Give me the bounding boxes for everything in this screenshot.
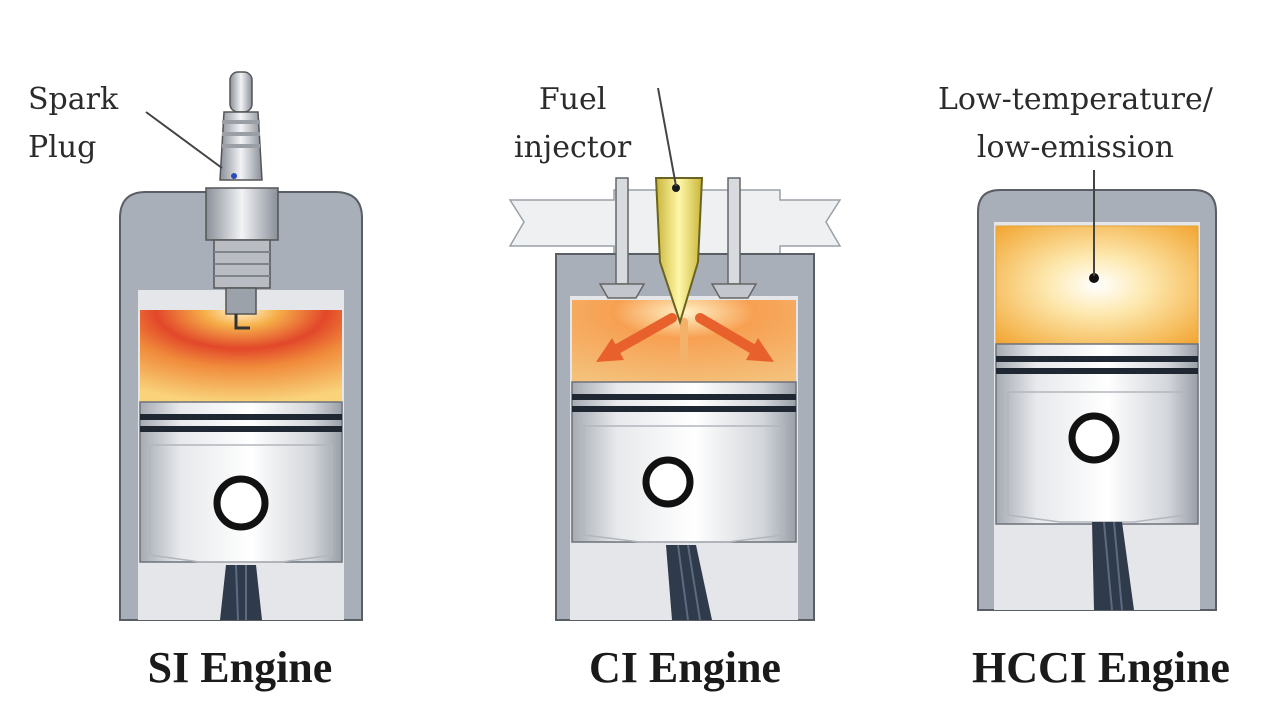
hcci-callout-line-2: low-emission — [976, 130, 1174, 165]
ci-fuel-spray — [596, 313, 774, 364]
hcci-wrist-pin — [1068, 412, 1120, 464]
diagram-graphics — [119, 71, 1217, 621]
hcci-callout-line-1: Low-temperature/ — [938, 82, 1213, 117]
hcci-connecting-rod — [1092, 522, 1134, 610]
ci-engine — [508, 87, 842, 621]
ci-leader-line — [657, 87, 677, 187]
ci-callout-label: Fuel injector — [514, 76, 631, 172]
ci-callout-line-2: injector — [514, 130, 632, 165]
si-piston — [139, 401, 343, 563]
ci-connecting-rod — [666, 545, 712, 620]
hcci-engine-caption: HCCI Engine — [972, 643, 1230, 692]
si-engine — [119, 71, 363, 621]
combustion-zone-icon — [995, 225, 1199, 345]
si-callout-line-2: Plug — [28, 130, 97, 165]
si-callout-label: Spark Plug — [28, 76, 118, 172]
ci-valves — [598, 177, 758, 299]
si-connecting-rod — [220, 565, 262, 620]
spark-plug-icon — [205, 71, 279, 330]
si-wrist-pin — [213, 475, 269, 531]
ci-wrist-pin — [642, 456, 694, 508]
hcci-engine — [977, 170, 1217, 611]
si-engine-caption: SI Engine — [147, 643, 333, 692]
si-leader-line — [145, 111, 223, 169]
si-flame-front — [140, 310, 342, 402]
si-callout-line-1: Spark — [28, 82, 119, 117]
ci-engine-caption: CI Engine — [589, 643, 781, 692]
hcci-piston — [995, 343, 1199, 525]
ci-piston — [571, 381, 797, 543]
hcci-callout-label: Low-temperature/ low-emission — [938, 76, 1213, 172]
fuel-injector-icon — [654, 177, 704, 326]
ci-callout-line-1: Fuel — [538, 82, 607, 117]
